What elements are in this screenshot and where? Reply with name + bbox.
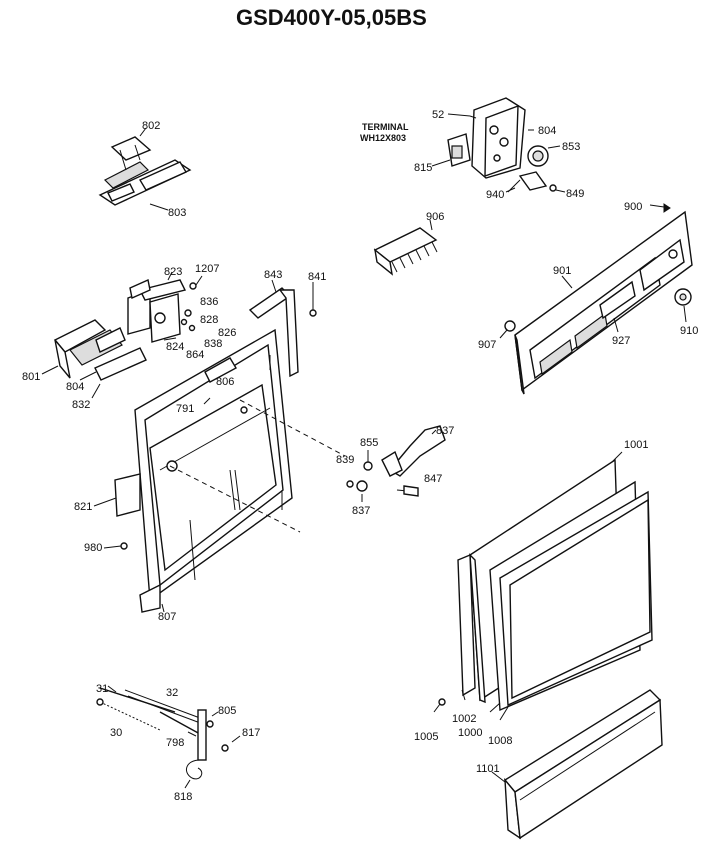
label-826: 826: [218, 327, 236, 339]
label-806: 806: [216, 376, 234, 388]
label-1207: 1207: [195, 263, 219, 275]
label-837-top: 837: [436, 425, 454, 437]
label-853: 853: [562, 141, 580, 153]
label-803: 803: [168, 207, 186, 219]
terminal-815: [447, 133, 471, 167]
label-805: 805: [218, 705, 236, 717]
label-791: 791: [176, 403, 194, 415]
knob-910: [674, 288, 692, 306]
label-807: 807: [158, 611, 176, 623]
part-labels: 802 803 823 1207 843 841 836 828 826 824…: [22, 109, 698, 803]
diagram-title: GSD400Y-05,05BS: [236, 5, 427, 30]
label-855: 855: [360, 437, 378, 449]
label-818: 818: [174, 791, 192, 803]
control-panel-901: [514, 210, 693, 395]
label-32: 32: [166, 687, 178, 699]
label-1002: 1002: [452, 713, 476, 725]
label-906: 906: [426, 211, 444, 223]
timer-assembly-804: [469, 97, 526, 179]
inner-door-807: [134, 328, 293, 613]
label-1008: 1008: [488, 735, 512, 747]
label-832: 832: [72, 399, 90, 411]
label-843: 843: [264, 269, 282, 281]
label-927: 927: [612, 335, 630, 347]
label-1101: 1101: [476, 763, 500, 775]
label-1000: 1000: [458, 727, 482, 739]
label-824: 824: [166, 341, 184, 353]
label-1001: 1001: [624, 439, 648, 451]
label-980: 980: [84, 542, 102, 554]
label-837-bottom: 837: [352, 505, 370, 517]
label-836: 836: [200, 296, 218, 308]
label-907: 907: [478, 339, 496, 351]
toe-kick-1101: [503, 689, 663, 840]
label-817: 817: [242, 727, 260, 739]
label-849: 849: [566, 188, 584, 200]
label-838: 838: [204, 338, 222, 350]
label-52: 52: [432, 109, 444, 121]
switch-assembly-802: [98, 136, 192, 206]
label-847: 847: [424, 473, 442, 485]
label-900: 900: [624, 201, 642, 213]
label-839: 839: [336, 454, 354, 466]
label-804-left: 804: [66, 381, 84, 393]
label-901: 901: [553, 265, 571, 277]
outer-door-assembly: [457, 451, 653, 712]
label-30: 30: [110, 727, 122, 739]
terminal-note-line1: TERMINAL: [362, 122, 409, 132]
label-815: 815: [414, 162, 432, 174]
label-940: 940: [486, 189, 504, 201]
motor-853: [507, 145, 549, 193]
label-1005: 1005: [414, 731, 438, 743]
terminal-note-line2: WH12X803: [360, 133, 406, 143]
label-801: 801: [22, 371, 40, 383]
switch-block-906: [373, 227, 438, 276]
label-804-right: 804: [538, 125, 556, 137]
label-823: 823: [164, 266, 182, 278]
vent-assembly-801: [53, 319, 147, 381]
label-31: 31: [96, 683, 108, 695]
label-864: 864: [186, 349, 204, 361]
latch-837: [346, 425, 446, 492]
label-841: 841: [308, 271, 326, 283]
label-828: 828: [200, 314, 218, 326]
gasket-843: [248, 287, 299, 378]
label-910: 910: [680, 325, 698, 337]
hinge-spring-assembly: [96, 687, 214, 780]
label-798: 798: [166, 737, 184, 749]
latch-assembly-823: [127, 279, 187, 343]
label-802: 802: [142, 120, 160, 132]
label-821: 821: [74, 501, 92, 513]
